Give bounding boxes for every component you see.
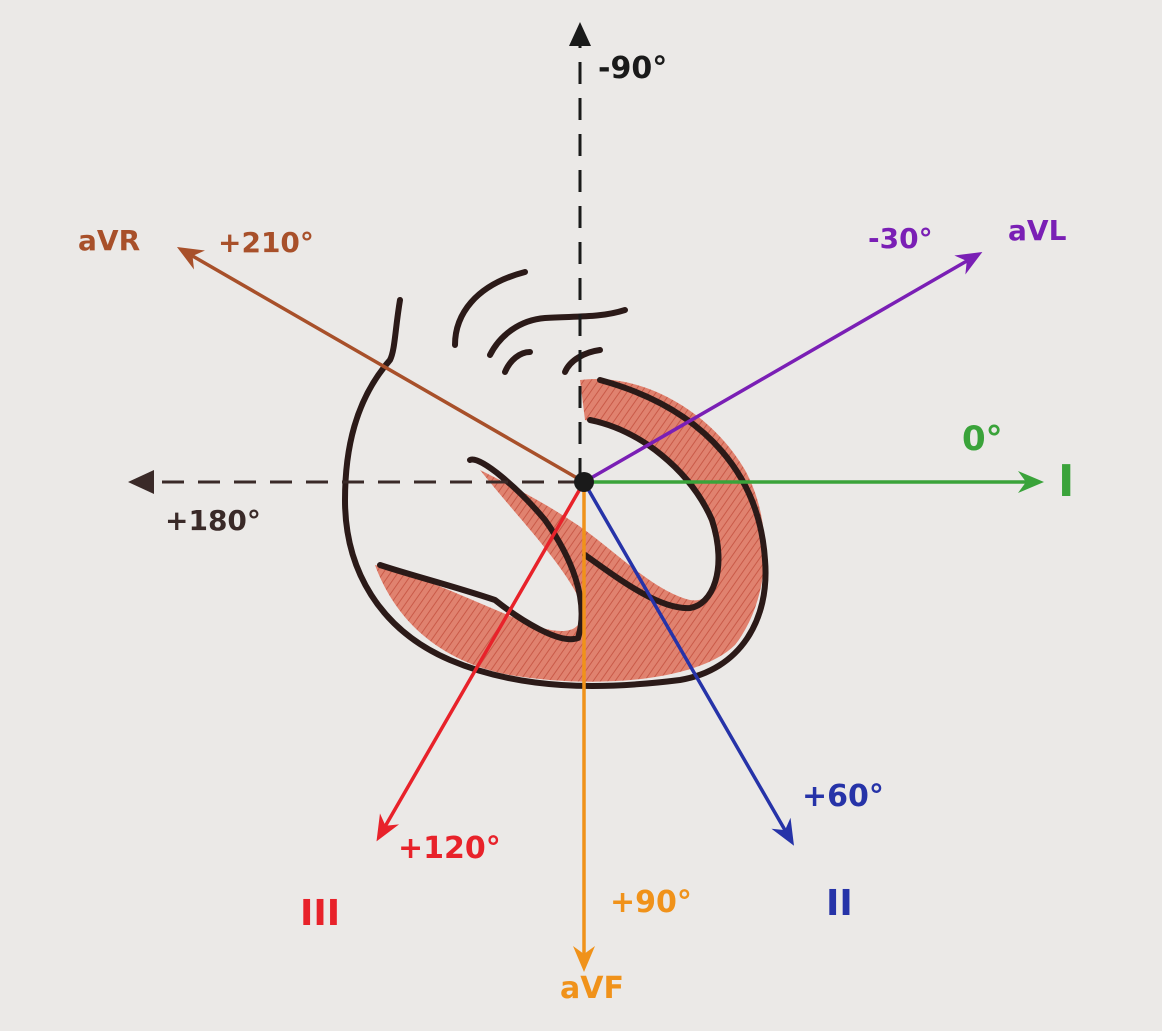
lead-aVF-angle-label: +90°: [610, 885, 692, 920]
vertical-axis-arrowhead: [569, 22, 591, 46]
lead-aVF-name-label: aVF: [560, 971, 624, 1006]
vessel-stub: [562, 347, 603, 375]
lead-III-vector: [376, 480, 586, 842]
septum-outline: [377, 456, 585, 643]
lead-I-angle-label: 0°: [962, 419, 1003, 459]
lead-aVR-arrowhead: [176, 247, 205, 270]
lead-I-name-label: I: [1058, 456, 1074, 507]
heart-illustration: [341, 269, 769, 689]
lead-aVL-vector: [582, 252, 983, 484]
lead-aVL-name-label: aVL: [1008, 214, 1067, 247]
heart-outline-outer: [341, 297, 769, 689]
great-vessel-1: [487, 307, 628, 358]
lead-III-line: [383, 480, 586, 828]
lead-II-angle-label: +60°: [802, 779, 884, 814]
lead-aVL-arrowhead: [954, 252, 983, 275]
lead-III-arrowhead: [376, 813, 400, 842]
aortic-arch: [452, 269, 528, 348]
lead-aVR-name-label: aVR: [78, 224, 140, 257]
axis-label-minus-90: -90°: [598, 51, 667, 86]
lead-aVR-line: [190, 254, 586, 484]
lead-II-line: [582, 480, 787, 832]
lead-aVF-arrowhead: [573, 946, 595, 972]
lead-aVL-line: [582, 259, 969, 484]
great-vessel-2: [502, 349, 533, 375]
lead-I-arrowhead: [1018, 471, 1044, 493]
lead-II-vector: [582, 480, 794, 846]
center-dot: [574, 472, 594, 492]
lead-II-name-label: II: [826, 883, 853, 924]
axis-label-plus-180: +180°: [165, 504, 261, 537]
lead-aVF-vector: [573, 480, 595, 972]
lead-III-angle-label: +120°: [398, 831, 501, 866]
lead-I-vector: [582, 471, 1044, 493]
horizontal-axis-arrowhead: [128, 470, 154, 494]
lead-aVR-vector: [176, 247, 586, 484]
lead-II-arrowhead: [771, 817, 794, 846]
lead-aVR-angle-label: +210°: [218, 226, 314, 259]
lead-III-name-label: III: [300, 893, 340, 934]
reference-axes: [128, 22, 591, 494]
lead-aVL-angle-label: -30°: [868, 222, 933, 255]
lead-vectors: [176, 247, 1044, 972]
heart-outline-inner: [582, 417, 722, 612]
